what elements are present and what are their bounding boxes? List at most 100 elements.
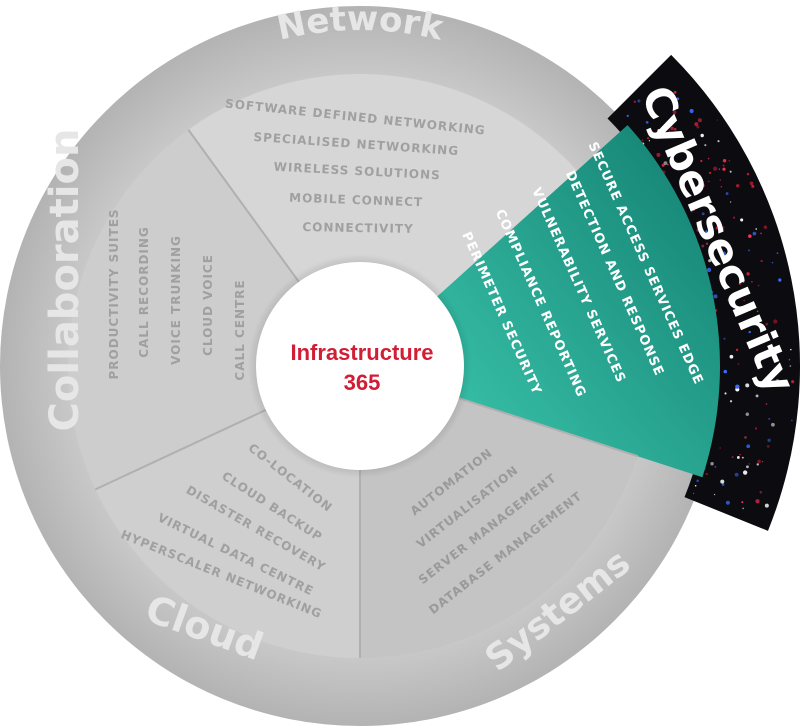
band-dot [666, 163, 669, 166]
band-dot [776, 252, 779, 255]
band-dot [725, 500, 730, 505]
center-subtitle: 365 [344, 370, 381, 395]
sector-divider [94, 407, 270, 491]
band-dot [710, 462, 714, 466]
band-dot [670, 126, 674, 131]
band-dot [716, 119, 719, 121]
band-dot [747, 249, 750, 252]
band-dot [723, 337, 726, 340]
band-dot [729, 201, 732, 203]
band-dot [689, 108, 694, 114]
center-circle [256, 262, 464, 470]
band-dot [757, 459, 761, 464]
band-dot [760, 232, 762, 235]
band-dot [708, 259, 712, 263]
band-dot [661, 163, 665, 167]
band-dot [713, 493, 716, 496]
sector-dividers [94, 129, 639, 658]
band-dot [713, 294, 718, 299]
network-item: CONNECTIVITY [302, 220, 414, 236]
band-dot [700, 133, 704, 138]
band-dot [720, 186, 722, 188]
band-dot [755, 228, 758, 230]
band-dot [736, 184, 740, 188]
band-dot [729, 400, 733, 403]
band-dot [737, 362, 740, 365]
band-dot [702, 184, 706, 187]
band-dot [739, 453, 741, 456]
band-dot [741, 456, 744, 459]
band-dot [705, 230, 708, 233]
band-dot [692, 492, 695, 495]
band-dot [729, 354, 734, 359]
band-dot [735, 384, 740, 389]
band-dot [744, 436, 747, 439]
band-dot [715, 225, 721, 230]
band-dot [722, 251, 726, 256]
band-dot [700, 159, 703, 163]
band-dot [758, 364, 761, 367]
band-dot [728, 159, 731, 162]
band-dot [742, 507, 744, 510]
band-dot [721, 226, 725, 230]
band-dot [756, 310, 759, 313]
collaboration-item: PRODUCTIVITY SUITES [107, 208, 121, 379]
band-dot [693, 209, 695, 211]
band-dot [743, 299, 745, 302]
band-dot [751, 281, 753, 283]
band-dot [745, 383, 750, 388]
sector-cybersecurity [434, 125, 720, 478]
band-dot [746, 172, 750, 176]
band-dot [760, 259, 763, 263]
band-dot [696, 228, 700, 232]
band-dot [641, 139, 644, 142]
band-dot [713, 166, 718, 171]
band-dot [646, 136, 650, 140]
band-dot [743, 281, 745, 283]
band-dot [697, 118, 702, 123]
band-dot [748, 463, 751, 465]
band-dot [722, 167, 726, 171]
band-dot [752, 231, 757, 236]
band-dot [761, 460, 764, 463]
band-dot [708, 231, 711, 234]
band-dot [766, 444, 770, 448]
band-dot [707, 157, 710, 160]
band-dot [673, 90, 677, 94]
band-dot [751, 184, 755, 188]
sector-cloud [95, 408, 360, 658]
band-dot [683, 142, 688, 146]
band-dot [755, 499, 760, 504]
band-dot [748, 330, 751, 334]
band-dot [656, 152, 661, 157]
band-dot [767, 438, 771, 442]
band-dot [771, 422, 775, 427]
collaboration-item: CALL RECORDING [137, 226, 151, 358]
band-dot [652, 99, 655, 102]
band-dot [727, 299, 729, 302]
band-dot [633, 100, 636, 103]
band-dot [721, 483, 725, 486]
cybersecurity-band-pattern [626, 90, 795, 510]
band-dot [672, 110, 677, 115]
sector-systems [360, 396, 638, 658]
network-item: MOBILE CONNECT [289, 191, 423, 210]
band-dot [790, 348, 792, 351]
band-dot [717, 140, 720, 143]
band-dot [791, 380, 795, 384]
band-dot [694, 122, 699, 127]
band-dot [674, 149, 677, 151]
sector-divider [454, 395, 639, 458]
band-dot [765, 403, 768, 405]
band-dot [732, 216, 736, 219]
band-dot [645, 121, 649, 124]
band-dot [701, 212, 705, 216]
band-dot [740, 326, 744, 330]
band-dot [720, 479, 725, 484]
center-title: Infrastructure [290, 340, 433, 365]
band-dot [673, 127, 677, 131]
band-dot [746, 465, 749, 469]
band-dot [701, 244, 705, 248]
band-dot [719, 447, 721, 449]
